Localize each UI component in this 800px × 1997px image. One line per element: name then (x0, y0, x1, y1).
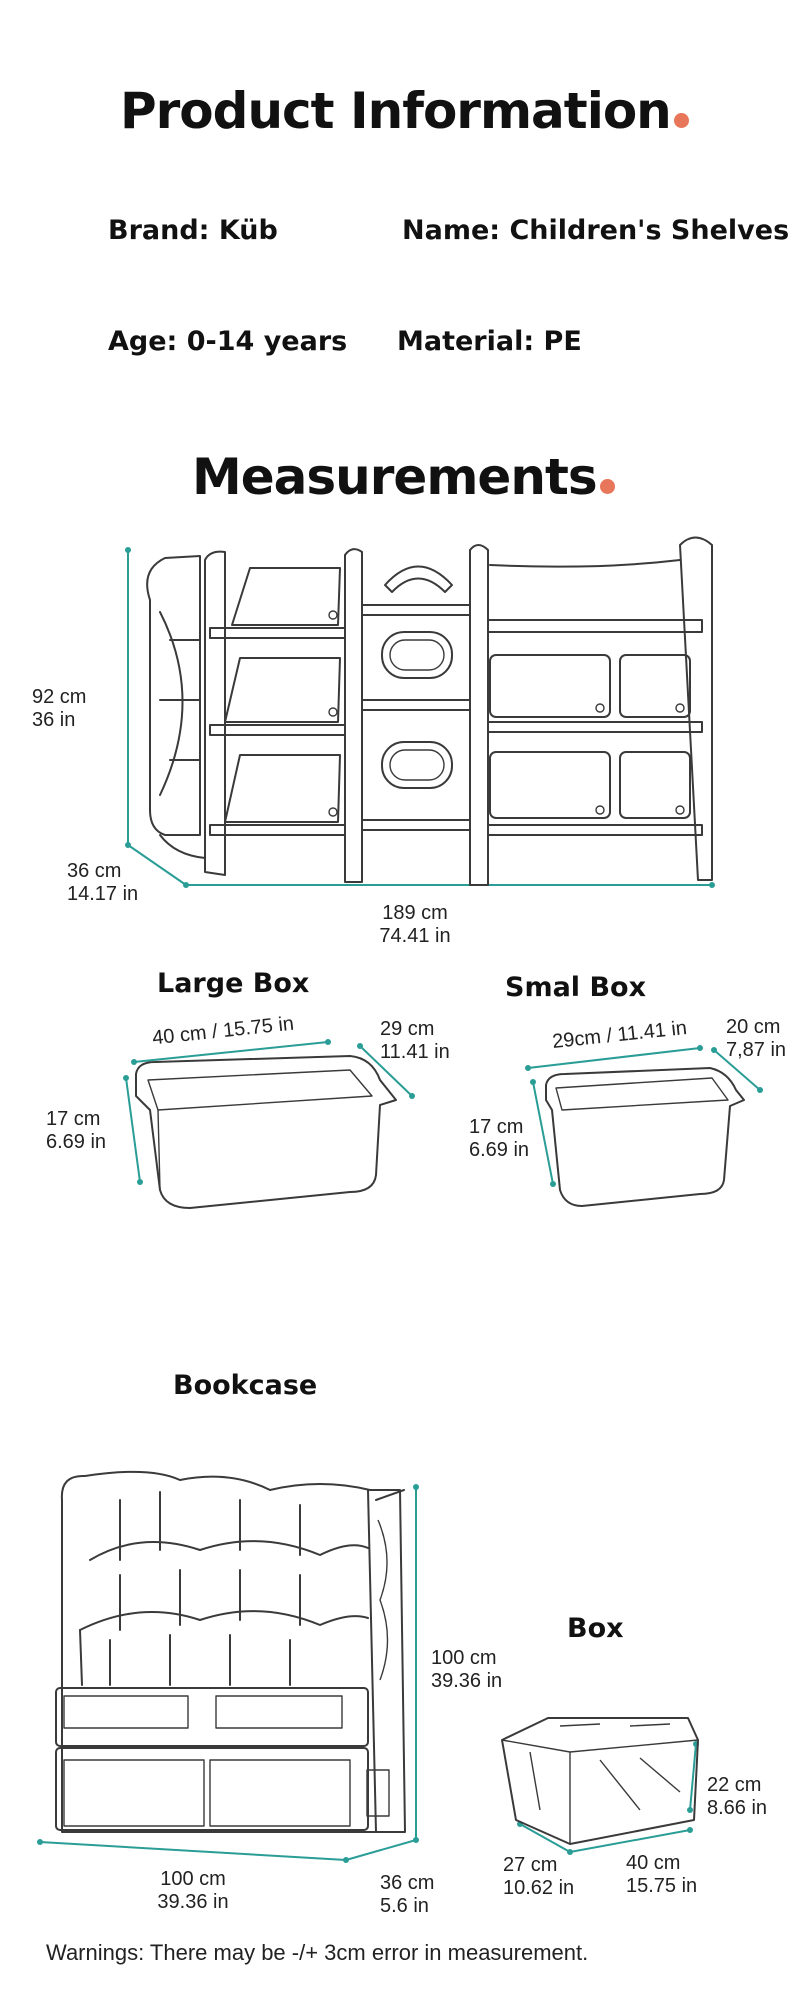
bookcase-depth-label: 36 cm 5.6 in (380, 1872, 434, 1918)
page-title: Product Information (120, 82, 689, 140)
bookcase-depth-in: 5.6 in (380, 1895, 429, 1917)
large-box-title: Large Box (157, 968, 310, 999)
bookcase-width-cm: 100 cm (160, 1868, 226, 1890)
box-length-in: 15.75 in (626, 1875, 698, 1897)
small-box-width-in: 7,87 in (726, 1039, 787, 1061)
box-length-label: 40 cm 15.75 in (626, 1852, 697, 1898)
shelf-height-label: 92 cm 36 in (32, 686, 86, 732)
bookcase-height-label: 100 cm 39.36 in (431, 1647, 502, 1693)
small-box-title: Smal Box (505, 972, 646, 1003)
box-depth-label: 27 cm 10.62 in (503, 1854, 574, 1900)
box-height-label: 22 cm 8.66 in (707, 1774, 767, 1820)
brand-label: Brand: Küb (108, 215, 278, 246)
measurements-title-text: Measurements (192, 448, 598, 506)
shelf-width-in: 74.41 in (379, 925, 451, 947)
bookcase-depth-cm: 36 cm (380, 1872, 435, 1894)
box-depth-cm: 27 cm (503, 1854, 558, 1876)
shelf-height-in: 36 in (32, 709, 76, 731)
large-box-width-cm: 29 cm (380, 1018, 435, 1040)
box-height-in: 8.66 in (707, 1797, 768, 1819)
small-box-height-cm: 17 cm (469, 1116, 524, 1138)
small-box-height-label: 17 cm 6.69 in (469, 1116, 529, 1162)
material-label: Material: PE (397, 326, 582, 357)
bookcase-height-cm: 100 cm (431, 1647, 497, 1669)
accent-dot (599, 479, 615, 494)
shelf-width-cm: 189 cm (382, 902, 448, 924)
shelf-width-label: 189 cm 74.41 in (365, 902, 465, 948)
shelf-dimension-lines (125, 547, 715, 888)
name-label: Name: Children's Shelves (402, 215, 790, 246)
shelf-depth-cm: 36 cm (67, 860, 122, 882)
shelf-height-cm: 92 cm (32, 686, 87, 708)
box-length-cm: 40 cm (626, 1852, 681, 1874)
large-box-height-label: 17 cm 6.69 in (46, 1108, 106, 1154)
large-box-height-cm: 17 cm (46, 1108, 101, 1130)
box-title: Box (567, 1613, 624, 1644)
measurements-title: Measurements (192, 448, 615, 506)
large-box-width-label: 29 cm 11.41 in (380, 1018, 450, 1064)
shelf-depth-label: 36 cm 14.17 in (67, 860, 138, 906)
box-depth-in: 10.62 in (503, 1877, 575, 1899)
large-box-width-in: 11.41 in (380, 1041, 450, 1063)
small-box-width-cm: 20 cm (726, 1016, 781, 1038)
small-box-width-label: 20 cm 7,87 in (726, 1016, 786, 1062)
age-label: Age: 0-14 years (108, 326, 348, 357)
accent-dot (673, 113, 689, 128)
page-title-text: Product Information (120, 82, 672, 140)
bookcase-title: Bookcase (173, 1370, 318, 1401)
small-box-height-in: 6.69 in (469, 1139, 530, 1161)
bookcase-height-in: 39.36 in (431, 1670, 503, 1692)
large-box-height-in: 6.69 in (46, 1131, 107, 1153)
bookcase-width-label: 100 cm 39.36 in (143, 1868, 243, 1914)
shelf-depth-in: 14.17 in (67, 883, 139, 905)
box-height-cm: 22 cm (707, 1774, 762, 1796)
bookcase-width-in: 39.36 in (157, 1891, 229, 1913)
warning-text: Warnings: There may be -/+ 3cm error in … (46, 1940, 589, 1965)
